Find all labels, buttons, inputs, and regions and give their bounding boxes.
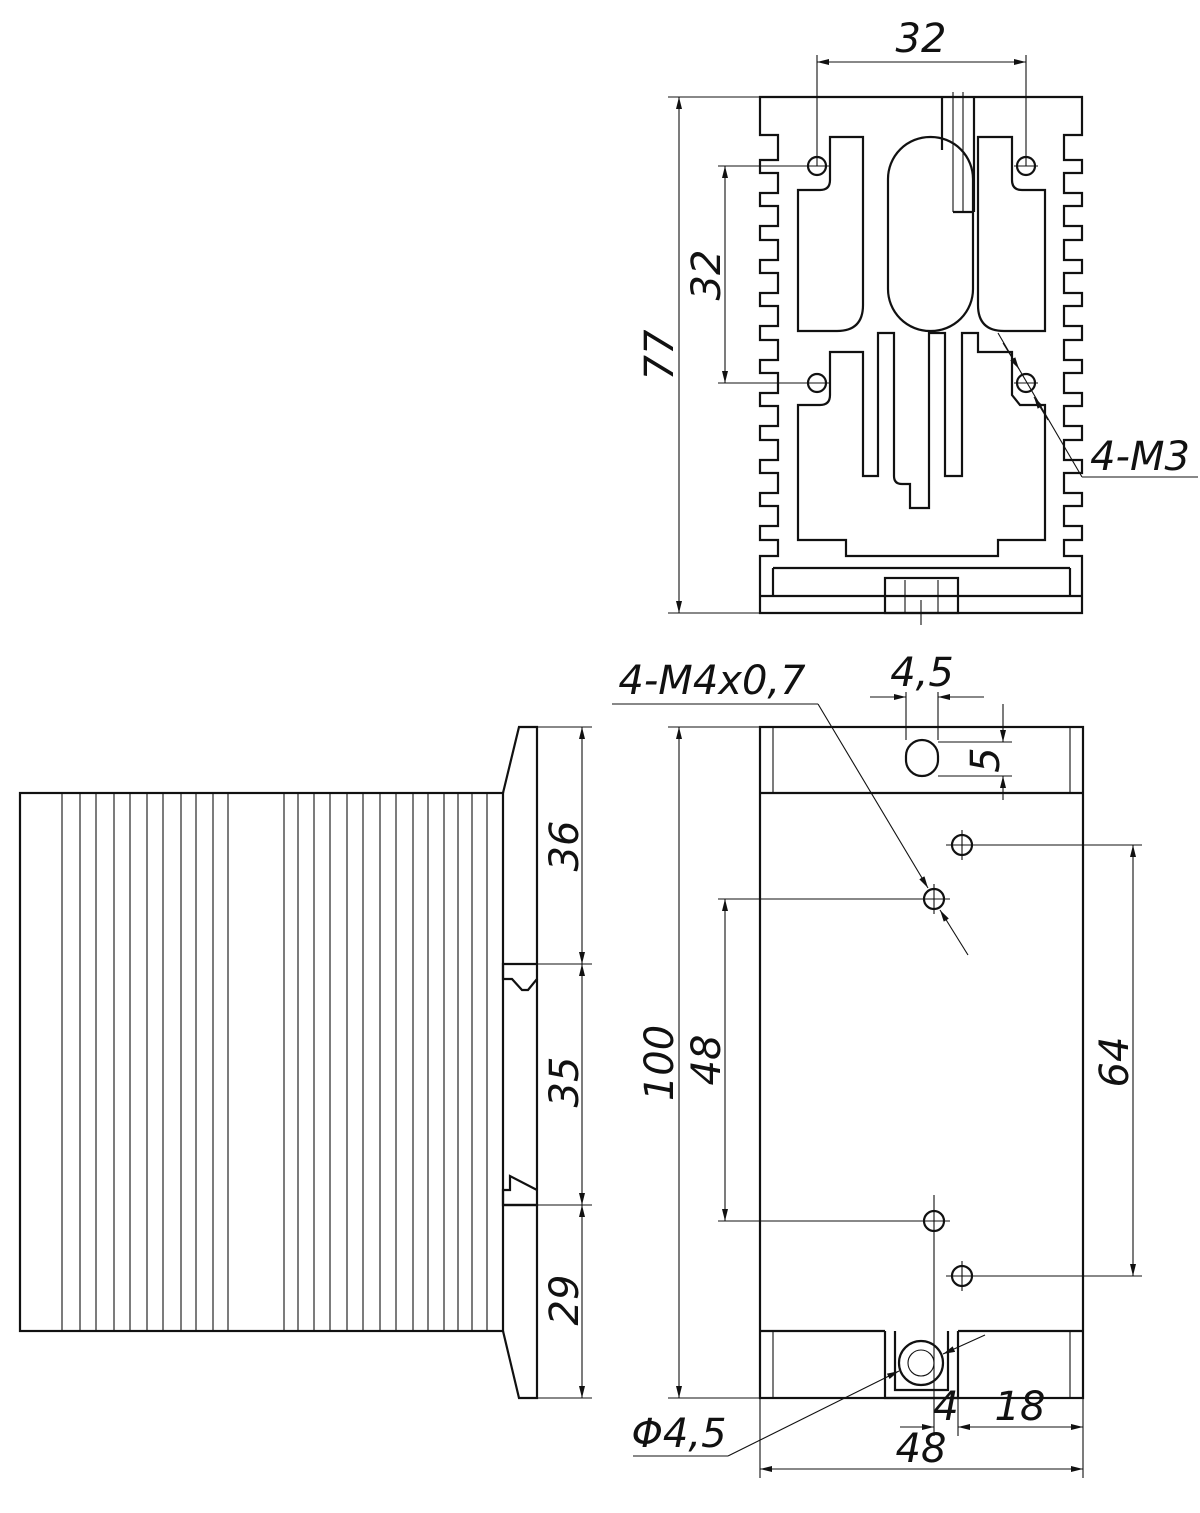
dim-top-height: 77 [637,329,683,380]
dim-slot-offset: 18 [995,1384,1046,1430]
top-view-outline [758,95,1084,615]
bore-hole [897,1339,945,1387]
dim-front-height: 100 [637,1025,683,1101]
dim-slot-width: 4 [933,1384,958,1430]
callout-4-m4: 4-M4x0,7 [618,658,806,704]
dim-front-hole-spacing-right: 64 [1092,1037,1138,1088]
dim-top-width: 32 [896,16,947,62]
front-view: 100 48 64 4,5 5 4-M4x0,7 Φ4,5 [612,650,1142,1478]
top-view: 32 32 77 4-M3 [637,16,1198,625]
dim-front-slot-x: 4,5 [890,650,954,696]
dim-side-upper: 36 [542,821,588,872]
dim-side-lower: 29 [542,1275,588,1326]
dim-front-hole-spacing-left: 48 [684,1035,730,1086]
dim-bore-diameter: Φ4,5 [631,1411,726,1457]
dim-top-hole-spacing: 32 [684,250,730,301]
dim-front-width: 48 [896,1426,947,1472]
dim-front-slot-y: 5 [963,747,1009,772]
fin-lines [61,793,488,1331]
side-view: 36 35 29 [18,725,592,1400]
dim-side-middle: 35 [542,1057,588,1108]
callout-4-m3: 4-M3 [1090,434,1190,480]
